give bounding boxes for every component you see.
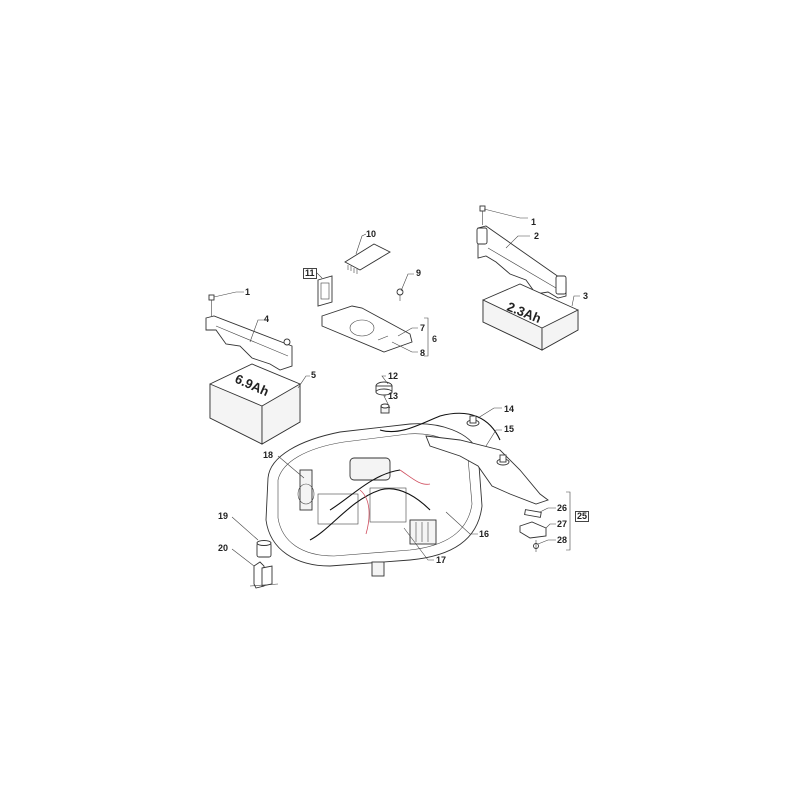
callout-12: 12 xyxy=(388,371,399,381)
leader-lines xyxy=(213,208,580,567)
clip-part-27 xyxy=(519,521,547,539)
callout-28: 28 xyxy=(557,535,568,545)
callout-25: 25 xyxy=(575,511,590,522)
chassis-body xyxy=(265,423,483,577)
chip-part-10 xyxy=(344,243,391,274)
callout-16: 16 xyxy=(479,529,490,539)
wiring-harness xyxy=(309,412,501,541)
callout-26: 26 xyxy=(557,503,568,513)
screw-part-9 xyxy=(396,288,404,301)
callout-20: 20 xyxy=(218,543,229,553)
callout-2: 2 xyxy=(534,231,540,241)
grommet-part-15b xyxy=(496,454,510,466)
callout-10: 10 xyxy=(366,229,377,239)
callout-6: 6 xyxy=(432,334,438,344)
bushing-part-13 xyxy=(380,403,390,414)
battery-part-5-large: 6.9Ah xyxy=(209,363,301,445)
callout-5: 5 xyxy=(311,370,317,380)
screw-part-1-left xyxy=(208,294,215,316)
callout-19: 19 xyxy=(218,511,229,521)
screw-part-1-right xyxy=(479,205,486,225)
callout-8: 8 xyxy=(420,348,426,358)
plate-part-6 xyxy=(321,305,413,353)
callout-7: 7 xyxy=(420,323,426,333)
callout-14: 14 xyxy=(504,404,515,414)
cover-part-15 xyxy=(425,435,549,505)
holder-part-20 xyxy=(249,561,279,589)
bracket-part-2 xyxy=(476,225,567,299)
callout-18: 18 xyxy=(263,450,274,460)
bracket-part-4 xyxy=(205,315,293,371)
callout-27: 27 xyxy=(557,519,568,529)
callout-9: 9 xyxy=(416,268,422,278)
callout-11: 11 xyxy=(303,268,317,279)
actuator-part-19 xyxy=(256,540,272,558)
grommet-part-14 xyxy=(466,415,480,427)
card-part-11 xyxy=(317,275,333,307)
callout-4: 4 xyxy=(264,314,270,324)
callout-1-left: 1 xyxy=(245,287,251,297)
cap-part-12 xyxy=(375,381,393,396)
callout-1-right: 1 xyxy=(531,217,537,227)
callout-13: 13 xyxy=(388,391,399,401)
battery-part-3-small: 2.3Ah xyxy=(482,283,579,351)
callout-3: 3 xyxy=(583,291,589,301)
screw-part-28 xyxy=(533,540,539,552)
pin-part-26 xyxy=(524,509,542,518)
callout-17: 17 xyxy=(436,555,447,565)
callout-15: 15 xyxy=(504,424,515,434)
